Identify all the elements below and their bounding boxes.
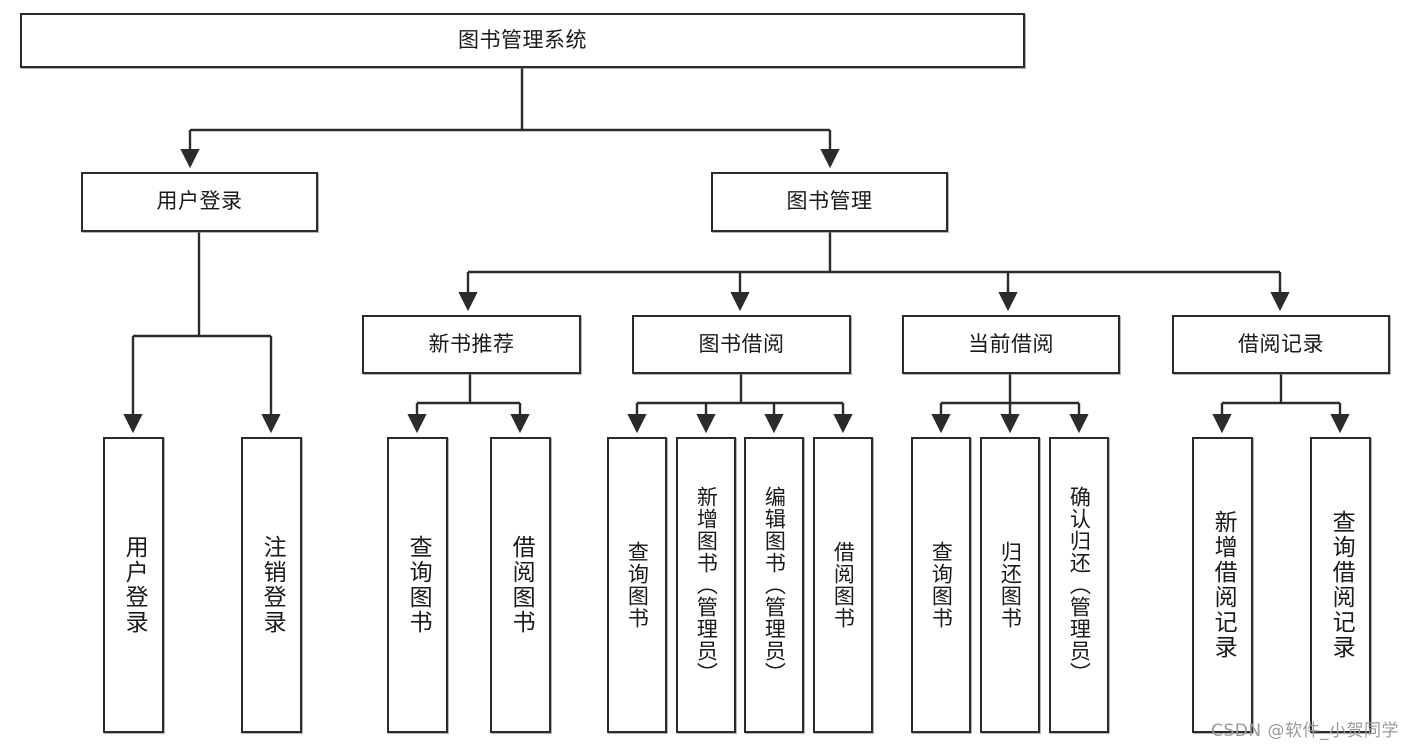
node-label: 查询图书 [929, 541, 954, 629]
node-label: 图书管理系统 [458, 27, 587, 52]
node-leaf-borrow-book-newbook[interactable]: 借阅图书 [490, 437, 551, 733]
node-label: 借阅图书 [831, 541, 856, 629]
node-label: 借阅记录 [1238, 331, 1324, 356]
node-label: 图书管理 [786, 189, 873, 214]
node-label: 图书借阅 [698, 331, 785, 356]
node-label: 新书推荐 [428, 331, 515, 356]
node-book-borrowing[interactable]: 图书借阅 [632, 315, 851, 374]
node-leaf-query-book-borrow[interactable]: 查询图书 [607, 437, 667, 733]
node-borrowing-record[interactable]: 借阅记录 [1172, 315, 1390, 374]
node-label: 查询图书 [625, 541, 650, 629]
node-new-book-recommendation[interactable]: 新书推荐 [362, 315, 581, 374]
node-label: 借阅图书 [508, 535, 535, 635]
node-current-borrowing[interactable]: 当前借阅 [902, 315, 1120, 374]
node-label: 编辑图书（管理员） [762, 486, 787, 684]
node-leaf-add-borrow-record[interactable]: 新增借阅记录 [1192, 437, 1253, 733]
node-leaf-edit-book-admin[interactable]: 编辑图书（管理员） [744, 437, 804, 733]
node-leaf-confirm-return-admin[interactable]: 确认归还（管理员） [1049, 437, 1109, 733]
node-label: 用户登录 [156, 189, 243, 214]
node-leaf-borrow-book-borrow[interactable]: 借阅图书 [813, 437, 873, 733]
node-root-book-management-system[interactable]: 图书管理系统 [20, 13, 1025, 68]
node-label: 确认归还（管理员） [1067, 486, 1092, 684]
node-leaf-user-login[interactable]: 用户登录 [103, 437, 164, 733]
node-label: 注销登录 [259, 535, 286, 635]
node-label: 查询借阅记录 [1328, 510, 1355, 660]
node-label: 新增借阅记录 [1210, 510, 1237, 660]
node-leaf-return-book[interactable]: 归还图书 [980, 437, 1040, 733]
node-leaf-logout[interactable]: 注销登录 [241, 437, 302, 733]
node-label: 查询图书 [405, 535, 432, 635]
node-label: 新增图书（管理员） [694, 486, 719, 684]
node-label: 归还图书 [998, 541, 1023, 629]
node-label: 当前借阅 [968, 331, 1054, 356]
node-leaf-query-borrow-record[interactable]: 查询借阅记录 [1310, 437, 1371, 733]
node-book-management[interactable]: 图书管理 [711, 172, 948, 232]
node-user-login[interactable]: 用户登录 [81, 172, 318, 232]
node-leaf-query-book-current[interactable]: 查询图书 [911, 437, 971, 733]
node-leaf-query-book-newbook[interactable]: 查询图书 [387, 437, 448, 733]
node-label: 用户登录 [121, 535, 148, 635]
node-leaf-add-book-admin[interactable]: 新增图书（管理员） [676, 437, 736, 733]
